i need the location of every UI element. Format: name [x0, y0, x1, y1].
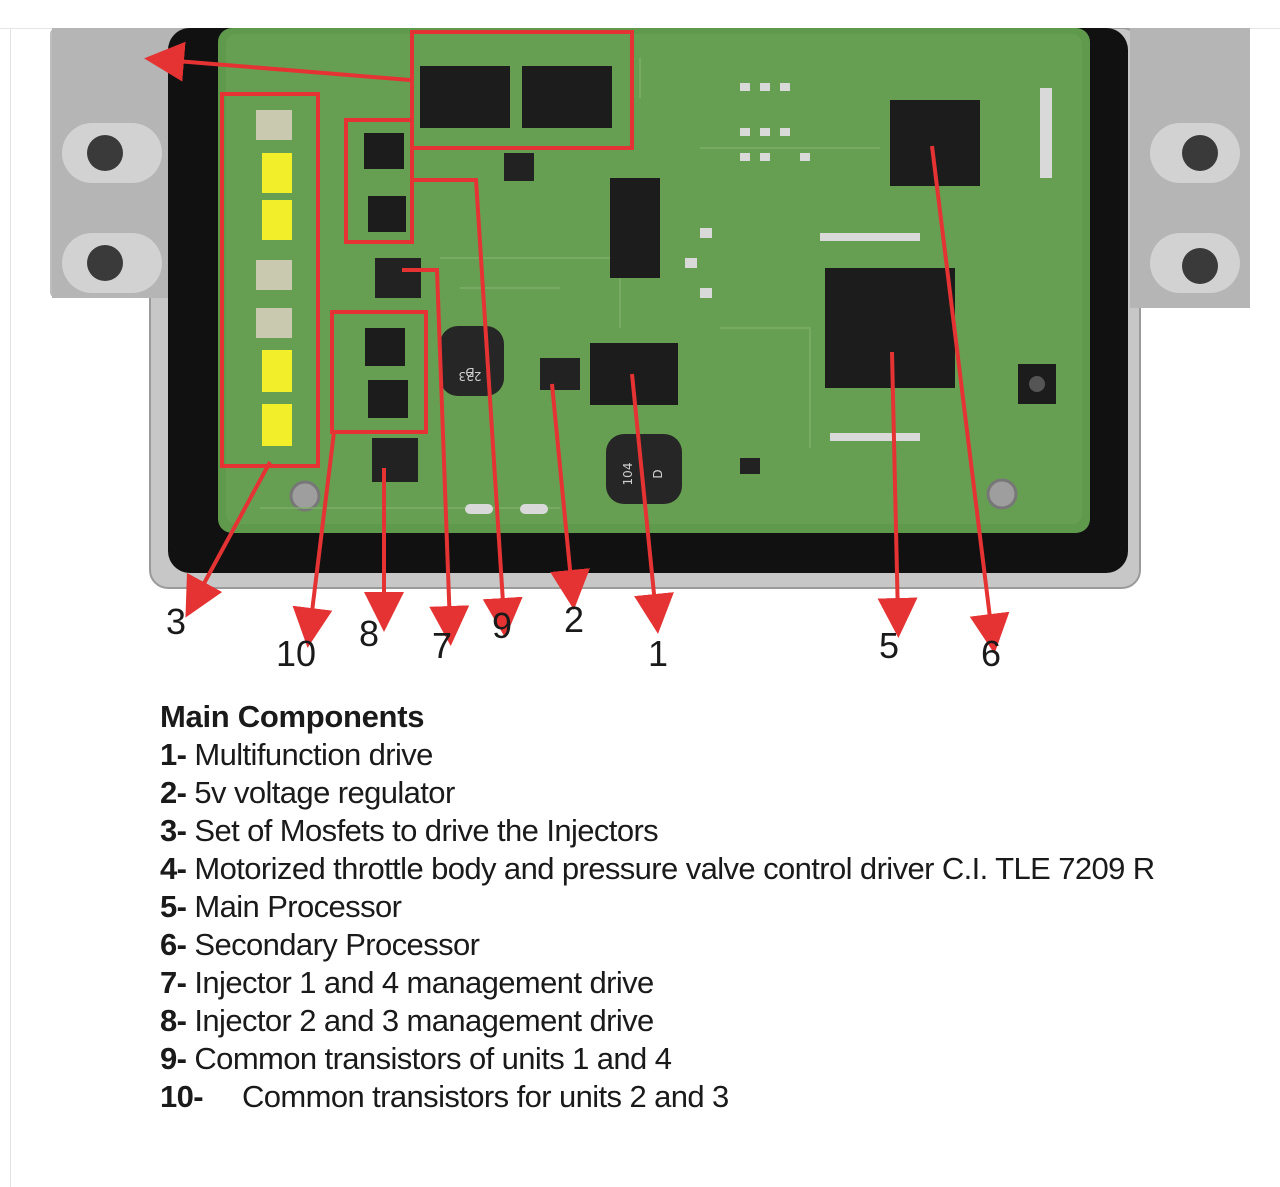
highlight-box-10 — [330, 310, 428, 434]
mounting-hole — [1182, 135, 1218, 171]
driver-ics — [372, 153, 760, 482]
callout-number: 5 — [879, 625, 900, 666]
callout-number: 8 — [359, 613, 380, 654]
legend-list: 1- Multifunction drive 2- 5v voltage reg… — [160, 736, 1270, 1116]
callout-number: 10 — [276, 633, 317, 674]
svg-text:104: 104 — [621, 463, 635, 486]
callout-number: 7 — [432, 625, 453, 666]
legend-item-text: Common transistors of units 1 and 4 — [194, 1041, 672, 1076]
legend-item-text: Multifunction drive — [194, 737, 433, 772]
legend-item-text: Set of Mosfets to drive the Injectors — [194, 813, 659, 848]
legend-item-text: Injector 1 and 4 management drive — [194, 965, 654, 1000]
legend-item-number: 9- — [160, 1041, 187, 1076]
callout-number: 1 — [648, 633, 669, 674]
page-left-border — [10, 28, 11, 1187]
legend-item: 4- Motorized throttle body and pressure … — [160, 850, 1270, 888]
legend-item: 10- Common transistors for units 2 and 3 — [160, 1078, 1270, 1116]
svg-text:223: 223 — [459, 369, 482, 383]
callout-number: 9 — [492, 605, 513, 646]
legend-item-number: 5- — [160, 889, 187, 924]
legend-item-number: 3- — [160, 813, 187, 848]
legend-item-text: Common transistors for units 2 and 3 — [242, 1079, 729, 1114]
legend-item: 6- Secondary Processor — [160, 926, 1270, 964]
legend-item-text: 5v voltage regulator — [194, 775, 455, 810]
legend-item: 2- 5v voltage regulator — [160, 774, 1270, 812]
legend-item-text: Motorized throttle body and pressure val… — [194, 851, 1155, 886]
component-legend: Main Components 1- Multifunction drive 2… — [160, 698, 1270, 1116]
callout-number: 2 — [564, 599, 585, 640]
legend-item-number: 6- — [160, 927, 187, 962]
transistor-group — [364, 133, 408, 418]
mounting-hole — [87, 245, 123, 281]
callout-arrow-9 — [412, 178, 523, 638]
legend-item-text: Main Processor — [194, 889, 402, 924]
legend-title: Main Components — [160, 699, 425, 734]
legend-item: 7- Injector 1 and 4 management drive — [160, 964, 1270, 1002]
legend-item-number: 1- — [160, 737, 187, 772]
svg-text:D: D — [465, 365, 474, 379]
callout-number: 3 — [166, 601, 187, 642]
mounting-hole — [1182, 248, 1218, 284]
legend-item-number: 2- — [160, 775, 187, 810]
legend-item-number: 4- — [160, 851, 187, 886]
injector-mosfet-array — [256, 110, 292, 446]
legend-item-number: 8- — [160, 1003, 187, 1038]
ecu-board-illustration: D 223 104 D — [50, 28, 1250, 654]
callout-arrow-4 — [144, 41, 411, 82]
callout-number: 6 — [981, 633, 1002, 674]
callout-arrow-3 — [185, 461, 272, 618]
callout-arrow-7 — [402, 268, 470, 646]
callout-arrow-5 — [877, 351, 918, 638]
legend-item-number: 10- — [160, 1079, 204, 1114]
legend-item: 5- Main Processor — [160, 888, 1270, 926]
highlight-box-4 — [410, 30, 634, 150]
svg-text:D: D — [651, 469, 665, 478]
callout-arrow-6 — [930, 145, 1010, 654]
mounting-hole — [87, 135, 123, 171]
callout-arrow-1 — [630, 373, 674, 634]
legend-item: 9- Common transistors of units 1 and 4 — [160, 1040, 1270, 1078]
legend-item: 8- Injector 2 and 3 management drive — [160, 1002, 1270, 1040]
legend-item-number: 7- — [160, 965, 187, 1000]
passive-components — [465, 83, 1052, 514]
page-top-bar — [0, 0, 1280, 29]
callout-arrow-10 — [292, 431, 336, 648]
callout-arrow-2 — [550, 383, 590, 610]
legend-item-text: Secondary Processor — [194, 927, 480, 962]
callout-arrows — [144, 41, 1010, 654]
legend-item: 1- Multifunction drive — [160, 736, 1270, 774]
ecu-board-figure: D 223 104 D — [0, 28, 1280, 688]
legend-item: 3- Set of Mosfets to drive the Injectors — [160, 812, 1270, 850]
legend-item-text: Injector 2 and 3 management drive — [194, 1003, 654, 1038]
